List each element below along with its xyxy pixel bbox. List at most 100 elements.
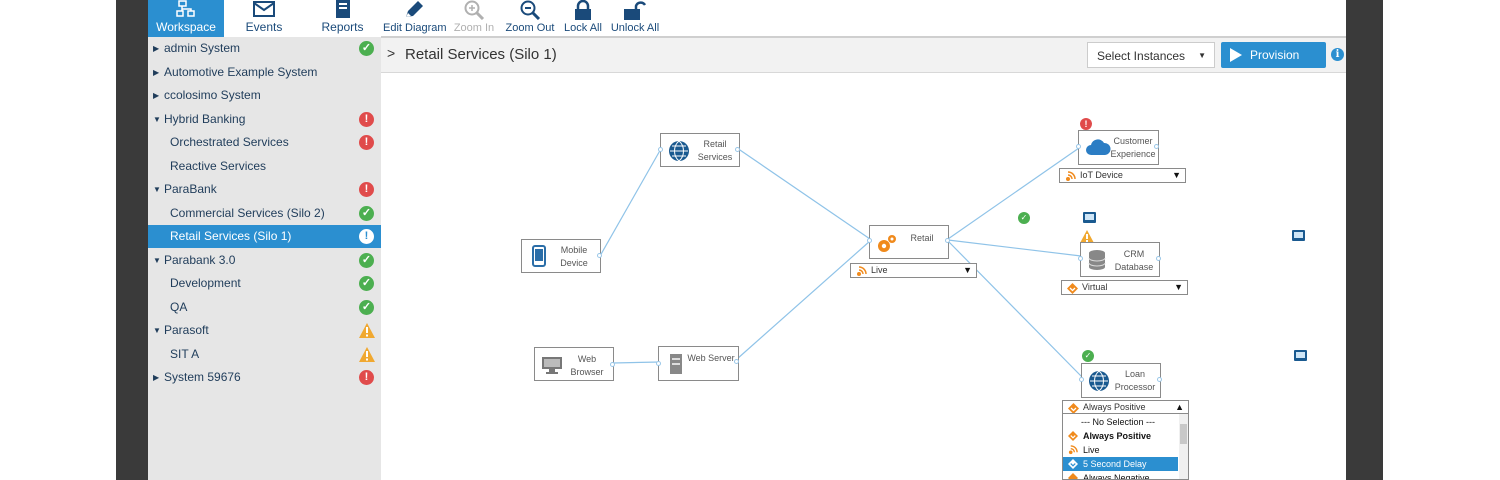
select-instances-dropdown[interactable]: Select Instances ▼ xyxy=(1087,42,1215,68)
caret-right-icon[interactable]: ▶ xyxy=(153,68,160,77)
chevron-right-icon[interactable]: > xyxy=(387,45,396,61)
always-positive-icon xyxy=(1068,403,1079,414)
connector-port[interactable] xyxy=(658,147,663,152)
tree-item-reactive-services[interactable]: Reactive Services xyxy=(148,155,381,178)
envelope-icon xyxy=(253,0,275,21)
sidebar: ▶ admin System ✓ ▶ Automotive Example Sy… xyxy=(148,37,381,480)
tree-item-label: ParaBank xyxy=(164,182,217,196)
tree-item-label: Development xyxy=(170,276,241,290)
node-mobile-device[interactable]: Mobile Device xyxy=(521,239,602,273)
diagram-canvas[interactable]: Retail Services Mobile Device Web Browse… xyxy=(381,73,1346,480)
caret-down-icon[interactable]: ▼ xyxy=(153,256,161,265)
caret-right-icon[interactable]: ▶ xyxy=(153,373,160,382)
tree-item-label: System 59676 xyxy=(164,370,241,384)
ok-status-icon: ✓ xyxy=(1082,350,1094,362)
caret-down-icon[interactable]: ▼ xyxy=(153,185,161,194)
select-instances-label: Select Instances xyxy=(1097,49,1186,63)
monitor-icon xyxy=(541,356,563,376)
tree-item-parasoft[interactable]: ▼ Parasoft xyxy=(148,319,381,342)
warning-status-icon xyxy=(359,323,375,338)
loan-processor-instance-value: Always Positive xyxy=(1083,402,1146,412)
connector-port[interactable] xyxy=(735,147,740,152)
node-label: Customer Experience xyxy=(1110,136,1156,159)
customer-experience-instance-dropdown[interactable]: IoT Device ▼ xyxy=(1059,168,1186,183)
node-label: Web Browser xyxy=(570,354,604,377)
diagram-toolbar: Edit Diagram Zoom In Zoom Out Lock All U… xyxy=(381,0,1346,38)
caret-down-icon[interactable]: ▼ xyxy=(153,326,161,335)
node-retail[interactable]: Retail xyxy=(867,225,950,259)
crm-database-instance-dropdown[interactable]: Virtual ▼ xyxy=(1061,280,1188,295)
tree-item-label: QA xyxy=(170,300,188,314)
connector-port[interactable] xyxy=(1079,377,1084,382)
tree-item-hybrid-banking[interactable]: ▼ Hybrid Banking ! xyxy=(148,108,381,131)
caret-right-icon[interactable]: ▶ xyxy=(153,44,160,53)
zoom-in-label: Zoom In xyxy=(453,22,495,34)
environment-header: > Retail Services (Silo 1) Select Instan… xyxy=(381,38,1346,73)
tree-item-retail-services[interactable]: Retail Services (Silo 1) ! xyxy=(148,225,381,248)
tree-item-orchestrated-services[interactable]: Orchestrated Services ! xyxy=(148,131,381,154)
connector-port[interactable] xyxy=(1154,144,1159,149)
options-scrollbar[interactable] xyxy=(1179,414,1188,479)
page-title: Retail Services (Silo 1) xyxy=(405,46,557,63)
option-always-positive[interactable]: Always Positive xyxy=(1063,429,1178,443)
connector-port[interactable] xyxy=(1078,256,1083,261)
option-always-negative[interactable]: Always Negative xyxy=(1063,471,1178,479)
connector-port[interactable] xyxy=(1076,144,1081,149)
tab-reports[interactable]: Reports xyxy=(304,0,381,37)
option-no-selection[interactable]: --- No Selection --- xyxy=(1063,415,1178,429)
tab-workspace[interactable]: Workspace xyxy=(148,0,224,37)
unlock-all-button[interactable]: Unlock All xyxy=(610,0,660,36)
node-customer-experience[interactable]: Customer Experience xyxy=(1076,130,1159,165)
node-loan-processor[interactable]: Loan Processor xyxy=(1079,363,1162,398)
tree-item-commercial-services[interactable]: Commercial Services (Silo 2) ✓ xyxy=(148,202,381,225)
tree-item-automotive-example-system[interactable]: ▶ Automotive Example System xyxy=(148,61,381,84)
tree-item-label: ccolosimo System xyxy=(164,88,261,102)
option-live[interactable]: Live xyxy=(1063,443,1178,457)
lock-all-label: Lock All xyxy=(564,22,602,34)
ok-status-icon: ✓ xyxy=(359,41,374,56)
connector-port[interactable] xyxy=(610,362,615,367)
lock-all-button[interactable]: Lock All xyxy=(561,0,605,36)
zoom-in-button[interactable]: Zoom In xyxy=(449,0,499,36)
node-web-server[interactable]: Web Server xyxy=(656,346,739,381)
loan-processor-options-list[interactable]: --- No Selection --- Always Positive Liv… xyxy=(1062,413,1189,480)
server-icon xyxy=(669,354,683,376)
zoom-out-button[interactable]: Zoom Out xyxy=(502,0,558,36)
provision-button[interactable]: Provision xyxy=(1221,42,1326,68)
tree-item-admin-system[interactable]: ▶ admin System ✓ xyxy=(148,37,381,60)
connector-port[interactable] xyxy=(597,253,602,258)
caret-down-icon[interactable]: ▼ xyxy=(153,115,161,124)
connector-port[interactable] xyxy=(945,238,950,243)
scrollbar-thumb[interactable] xyxy=(1180,424,1187,444)
info-icon[interactable]: i xyxy=(1331,48,1344,61)
tab-events[interactable]: Events xyxy=(224,0,304,37)
ok-status-icon: ✓ xyxy=(1018,212,1030,224)
caret-down-icon: ▼ xyxy=(963,265,972,275)
connector-port[interactable] xyxy=(656,361,661,366)
tree-item-sit-a[interactable]: SIT A xyxy=(148,343,381,366)
connector-port[interactable] xyxy=(734,359,739,364)
connector-port[interactable] xyxy=(1157,377,1162,382)
option-5-second-delay[interactable]: 5 Second Delay xyxy=(1063,457,1178,471)
tree-item-development[interactable]: Development ✓ xyxy=(148,272,381,295)
node-label: Retail xyxy=(910,233,934,243)
node-web-browser[interactable]: Web Browser xyxy=(534,347,615,381)
book-icon xyxy=(334,0,352,23)
option-label: --- No Selection --- xyxy=(1081,417,1156,427)
window-frame-right xyxy=(1346,0,1383,480)
tree-item-parabank-3[interactable]: ▼ Parabank 3.0 ✓ xyxy=(148,249,381,272)
caret-right-icon[interactable]: ▶ xyxy=(153,91,160,100)
tree-item-label: Parasoft xyxy=(164,323,209,337)
connector-port[interactable] xyxy=(867,238,872,243)
tree-item-label: Parabank 3.0 xyxy=(164,253,236,267)
tree-item-ccolosimo-system[interactable]: ▶ ccolosimo System xyxy=(148,84,381,107)
edit-diagram-button[interactable]: Edit Diagram xyxy=(383,0,447,36)
retail-instance-dropdown[interactable]: Live ▼ xyxy=(850,263,977,278)
tree-item-parabank[interactable]: ▼ ParaBank ! xyxy=(148,178,381,201)
connector-port[interactable] xyxy=(1156,256,1161,261)
node-retail-services[interactable]: Retail Services xyxy=(658,133,740,167)
tree-item-system-59676[interactable]: ▶ System 59676 ! xyxy=(148,366,381,389)
node-crm-database[interactable]: CRM Database xyxy=(1078,242,1161,277)
always-negative-icon xyxy=(1068,473,1078,479)
tree-item-qa[interactable]: QA ✓ xyxy=(148,296,381,319)
